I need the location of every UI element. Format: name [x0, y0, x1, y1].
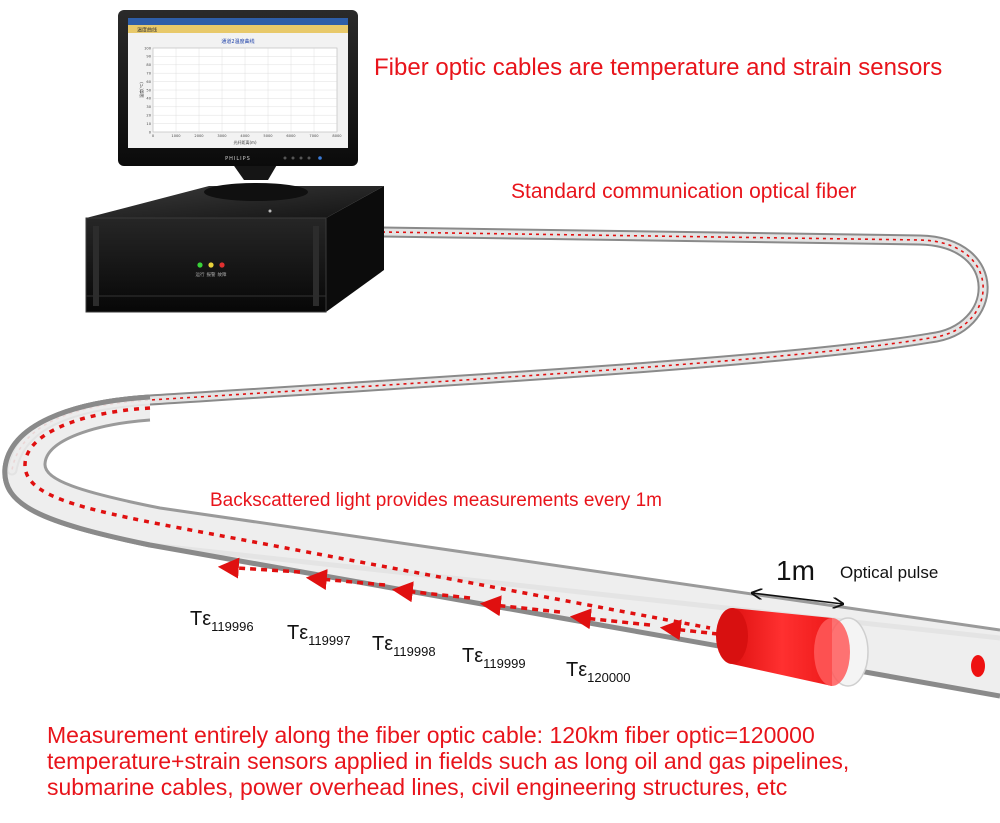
screen-y-tick: 10 — [146, 122, 151, 126]
sensor-point-119998: Tε119998 — [372, 633, 436, 656]
led-label-alarm: 报警 — [207, 271, 216, 278]
monitor-brand-logo: PHILIPS — [225, 156, 251, 162]
screen-x-axis-label: 光纤距离(m) — [233, 139, 256, 145]
sensor-point-119999: Tε119999 — [462, 645, 526, 668]
led-alarm — [208, 262, 213, 267]
screen-x-tick: 6000 — [286, 134, 296, 138]
screen-x-tick: 3000 — [217, 134, 227, 138]
measurement-description: Measurement entirely along the fiber opt… — [47, 722, 987, 800]
screen-y-tick: 70 — [146, 72, 151, 76]
screen-y-tick: 50 — [146, 88, 151, 92]
sensor-index: 119996 — [211, 619, 253, 634]
distant-pulse — [971, 655, 985, 677]
screen-y-tick: 100 — [144, 46, 152, 50]
screen-y-tick: 60 — [146, 80, 151, 84]
sensor-symbol: Tε — [372, 633, 393, 655]
label-standard-fiber: Standard communication optical fiber — [511, 180, 857, 204]
led-fault — [219, 262, 224, 267]
interrogator-chassis: 运行 报警 故障 — [86, 186, 384, 312]
screen-x-tick: 8000 — [332, 134, 342, 138]
screen-x-tick: 2000 — [194, 134, 204, 138]
sensor-point-119996: Tε119996 — [190, 608, 254, 631]
sensor-point-120000: Tε120000 — [566, 659, 631, 682]
sensor-symbol: Tε — [462, 645, 483, 667]
sensor-index: 119998 — [393, 644, 435, 659]
screen-y-tick: 90 — [146, 55, 151, 59]
optical-pulse-label: Optical pulse — [840, 563, 938, 583]
label-backscatter: Backscattered light provides measurement… — [210, 490, 662, 512]
screen-chart-title: 通道2温度曲线 — [221, 38, 254, 45]
led-label-fault: 故障 — [218, 271, 227, 278]
screen-x-tick: 5000 — [263, 134, 273, 138]
led-label-run: 运行 — [196, 271, 205, 278]
screen-x-tick: 1000 — [171, 134, 181, 138]
sensor-index: 119997 — [308, 633, 350, 648]
description-line-2: temperature+strain sensors applied in fi… — [47, 748, 987, 774]
sensor-symbol: Tε — [190, 608, 211, 630]
sensor-index: 119999 — [483, 656, 525, 671]
description-line-1: Measurement entirely along the fiber opt… — [47, 722, 987, 748]
sensor-point-119997: Tε119997 — [287, 622, 351, 645]
description-line-3: submarine cables, power overhead lines, … — [47, 774, 987, 800]
screen-y-tick: 30 — [146, 105, 151, 109]
sensor-symbol: Tε — [566, 659, 587, 681]
pulse-length-label: 1m — [776, 555, 815, 587]
screen-window-title: 温度曲线 — [137, 27, 157, 34]
sensor-symbol: Tε — [287, 622, 308, 644]
screen-y-tick: 20 — [146, 114, 151, 118]
screen-x-tick: 7000 — [309, 134, 319, 138]
screen-y-tick: 40 — [146, 97, 151, 101]
sensor-index: 120000 — [587, 670, 630, 685]
screen-y-tick: 80 — [146, 63, 151, 67]
screen-x-tick: 4000 — [240, 134, 250, 138]
screen-y-axis-label: 温度(℃) — [138, 82, 144, 98]
headline-fiber-sensors: Fiber optic cables are temperature and s… — [374, 54, 942, 82]
led-run — [197, 262, 202, 267]
